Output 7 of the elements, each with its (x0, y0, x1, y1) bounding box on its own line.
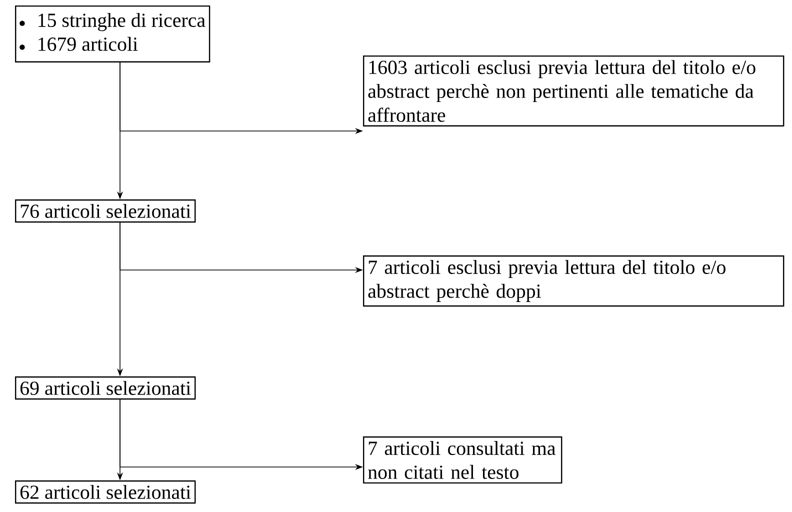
process-box: 7 articoli consultati ma non citati nel testo (363, 436, 562, 484)
process-box: 69 articoli selezionati (15, 376, 196, 400)
process-box: 62 articoli selezionati (15, 480, 196, 504)
process-box: 76 articoli selezionati (15, 199, 196, 223)
process-box: 7 articoli esclusi previa lettura del titolo e/o abstract perchè doppi (363, 255, 784, 307)
list-box: 15 stringhe di ricerca 1679 articoli (15, 5, 210, 62)
process-box: 1603 articoli esclusi previa lettura del titolo e/o abstract perchè non pertinenti alle tematiche da affrontare (363, 55, 784, 126)
